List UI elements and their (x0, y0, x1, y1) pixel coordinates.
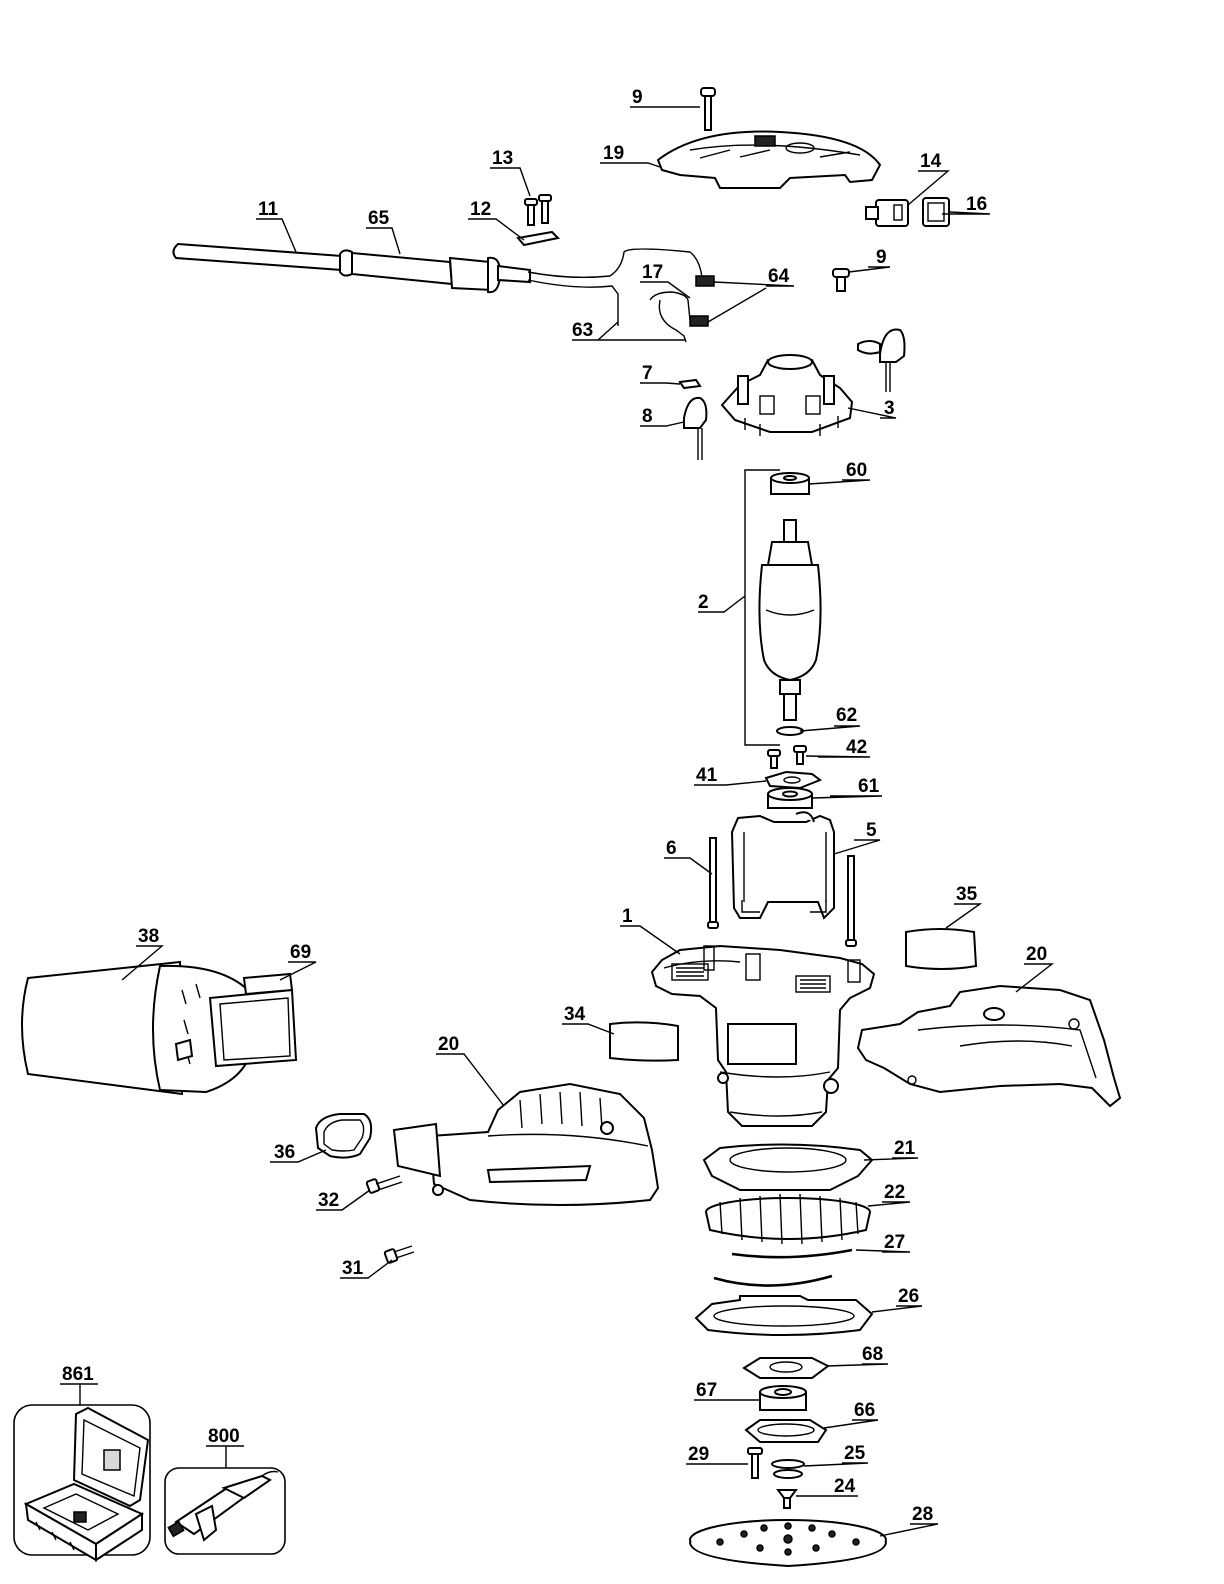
callout-3: 3 (884, 398, 895, 419)
part-bearing-61 (768, 788, 812, 808)
part-retainer-41 (766, 772, 820, 788)
callout-29: 29 (688, 1444, 709, 1465)
callout-68: 68 (862, 1344, 883, 1365)
part-main-housing-1 (652, 946, 874, 1126)
callout-800: 800 (208, 1426, 240, 1447)
callout-17: 17 (642, 262, 663, 283)
part-fan-22 (706, 1194, 870, 1244)
part-bearing-60 (771, 473, 809, 494)
part-field-5 (732, 812, 834, 918)
callout-62: 62 (836, 705, 857, 726)
callout-26: 26 (898, 1286, 919, 1307)
part-counterweight-66 (746, 1420, 826, 1442)
part-switch-14 (866, 200, 908, 226)
callout-24: 24 (834, 1476, 856, 1497)
part-screws-13 (525, 195, 551, 225)
part-ring-21 (704, 1144, 872, 1190)
part-top-cover-19 (658, 132, 880, 188)
part-shroud-left-20 (394, 1084, 658, 1205)
leader-lines (60, 107, 1052, 1536)
part-screw-9-lower (833, 269, 849, 291)
callout-19: 19 (603, 143, 624, 164)
callout-7: 7 (642, 363, 653, 384)
callout-41: 41 (696, 765, 718, 786)
callout-61: 61 (858, 776, 880, 797)
callout-31: 31 (342, 1258, 364, 1279)
callout-1: 1 (622, 906, 633, 927)
part-brush-holder-right (858, 330, 905, 393)
callout-20-right: 20 (1026, 944, 1047, 965)
callout-42: 42 (846, 737, 867, 758)
callout-67: 67 (696, 1380, 717, 1401)
part-backing-pad-28 (690, 1520, 886, 1566)
callout-65: 65 (368, 208, 390, 229)
callout-9-top: 9 (632, 87, 643, 108)
callout-14: 14 (920, 151, 942, 172)
callout-63: 63 (572, 320, 593, 341)
part-cord-11 (173, 244, 342, 270)
part-brush-holder-8 (684, 398, 706, 460)
callout-36: 36 (274, 1142, 295, 1163)
callout-66: 66 (854, 1400, 875, 1421)
callout-13: 13 (492, 148, 513, 169)
callout-11: 11 (258, 199, 279, 220)
callout-38: 38 (138, 926, 159, 947)
part-screws-42 (768, 746, 806, 768)
callout-6: 6 (666, 838, 677, 859)
part-screw-32 (366, 1176, 402, 1193)
part-screw-31 (384, 1246, 414, 1263)
part-label-34 (610, 1022, 678, 1060)
part-armature-2 (759, 520, 820, 720)
callout-60: 60 (846, 460, 867, 481)
callout-35: 35 (956, 884, 978, 905)
part-nut-68 (744, 1358, 828, 1378)
callout-9-lower: 9 (876, 247, 887, 268)
part-spring-27 (714, 1250, 852, 1286)
part-screw-29 (748, 1448, 762, 1478)
part-washers-25 (772, 1460, 804, 1478)
callout-5: 5 (866, 820, 877, 841)
callout-2: 2 (698, 592, 709, 613)
callout-20-left: 20 (438, 1034, 459, 1055)
part-switch-cap-16 (923, 198, 949, 226)
callout-64: 64 (768, 266, 790, 287)
part-adapter-800 (165, 1468, 285, 1554)
callout-34: 34 (564, 1004, 586, 1025)
part-washer-62 (777, 727, 803, 735)
callout-32: 32 (318, 1190, 339, 1211)
callout-21: 21 (894, 1138, 916, 1159)
callout-16: 16 (966, 194, 987, 215)
callout-861: 861 (62, 1364, 94, 1385)
callout-69: 69 (290, 942, 311, 963)
callout-22: 22 (884, 1182, 905, 1203)
part-label-35 (906, 929, 976, 969)
part-shroud-right-20 (858, 986, 1120, 1106)
callout-25: 25 (844, 1443, 866, 1464)
part-screw-9-top (701, 88, 715, 130)
part-plate-26 (696, 1296, 872, 1335)
callout-8: 8 (642, 406, 653, 427)
part-screw-24 (778, 1490, 796, 1508)
part-bearing-housing-3 (722, 355, 852, 436)
part-spring-7 (680, 380, 700, 388)
part-clamp-12 (518, 232, 558, 245)
callout-27: 27 (884, 1232, 905, 1253)
part-kitbox-861 (14, 1405, 150, 1560)
part-cord-protector-65 (340, 250, 530, 292)
callout-12: 12 (470, 199, 491, 220)
part-bearing-67 (760, 1386, 806, 1410)
callout-28: 28 (912, 1504, 933, 1525)
